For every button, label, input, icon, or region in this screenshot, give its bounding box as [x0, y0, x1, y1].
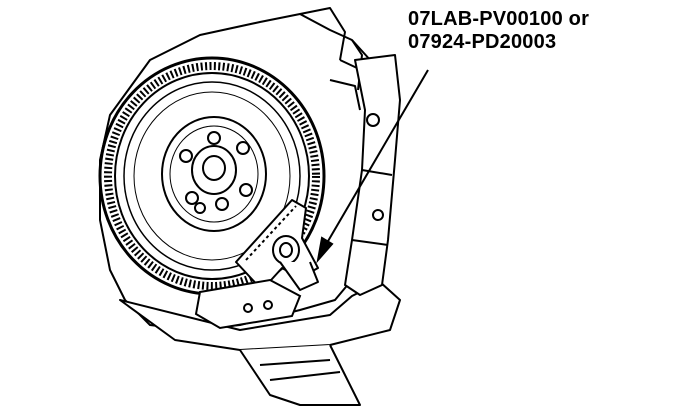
bellhousing-lower: [119, 281, 401, 406]
callout-arrow: [316, 69, 429, 264]
flywheel-plate: [123, 81, 301, 271]
tool-part-number-line2: 07924-PD20003: [408, 31, 557, 53]
tool-part-number-label: 07LAB-PV00100 or 07924-PD20003: [408, 8, 589, 54]
tool-part-number-line1: 07LAB-PV00100 or: [408, 8, 590, 30]
mounting-bracket: [194, 278, 302, 330]
transmission-side: [344, 54, 401, 296]
flywheel-hub: [179, 131, 253, 214]
flywheel-bolts: [179, 131, 253, 214]
